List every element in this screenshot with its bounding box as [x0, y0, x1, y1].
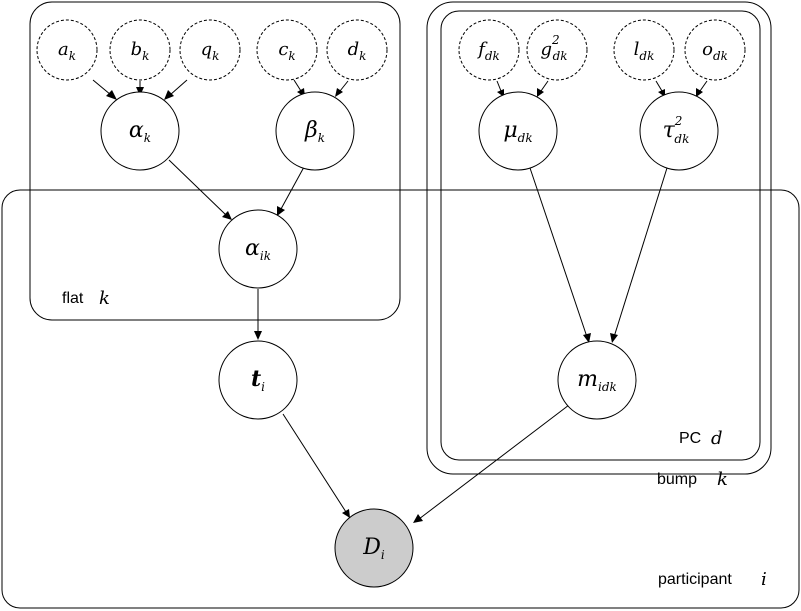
- arrowhead-alphaik-t: [254, 331, 262, 340]
- arrowhead-mu-m: [583, 333, 591, 343]
- edges: [92, 79, 708, 520]
- node-l-dk: ldk: [613, 19, 675, 81]
- node-alpha-k: αk: [100, 91, 180, 171]
- edge-o-to-tau: [699, 80, 708, 92]
- svg-text:odk: odk: [702, 39, 728, 63]
- edge-c-to-beta: [293, 79, 302, 92]
- edge-d-to-beta: [339, 80, 349, 92]
- node-f-dk: fdk: [458, 19, 520, 81]
- node-m-idk: midk: [557, 340, 637, 420]
- node-mu-dk: μdk: [478, 91, 558, 171]
- arrowhead-d-beta: [335, 88, 343, 97]
- edge-q-to-alpha: [169, 79, 188, 96]
- pc-plate: [440, 10, 761, 461]
- edge-l-to-tau: [655, 80, 663, 92]
- arrowhead-m-D: [413, 514, 423, 523]
- svg-text:αik: αik: [245, 236, 271, 263]
- node-d-k: dk: [326, 19, 388, 81]
- node-o-dk: odk: [684, 19, 746, 81]
- arrowhead-t-D: [342, 509, 350, 518]
- edge-f-to-mu: [496, 80, 502, 92]
- bump-plate: [426, 1, 772, 475]
- edge-t-to-D: [282, 413, 347, 513]
- svg-text:dk: dk: [348, 39, 367, 63]
- svg-text:ldk: ldk: [634, 39, 655, 63]
- edge-mu-to-m: [529, 167, 588, 338]
- svg-text:βk: βk: [304, 118, 325, 145]
- arrowhead-tau-m: [610, 333, 618, 343]
- flat-plate: [29, 1, 401, 321]
- node-beta-k: βk: [275, 91, 355, 171]
- participant-plate-label: participant: [658, 571, 732, 588]
- edge-a-to-alpha: [92, 79, 112, 96]
- arrowhead-g-mu: [537, 88, 544, 97]
- pc-plate-index: d: [711, 428, 723, 449]
- arrowhead-q-alpha: [164, 90, 174, 100]
- arrowhead-beta-alphaik: [277, 206, 285, 216]
- svg-text:qk: qk: [201, 39, 220, 63]
- svg-text:ti: ti: [251, 366, 265, 394]
- svg-text:ak: ak: [58, 39, 76, 63]
- arrowhead-a-alpha: [106, 90, 117, 100]
- arrowhead-o-tau: [696, 88, 703, 97]
- edge-beta-to-alphaik: [280, 166, 305, 210]
- node-b-k: bk: [109, 19, 171, 81]
- edge-g-to-mu: [540, 80, 549, 92]
- arrowhead-alpha-alphaik: [222, 211, 232, 220]
- svg-text:αk: αk: [129, 118, 151, 145]
- participant-plate-index: i: [761, 569, 767, 590]
- flat-plate-label: flat: [62, 290, 84, 307]
- svg-text:ck: ck: [278, 39, 295, 63]
- svg-text:bk: bk: [131, 39, 150, 63]
- node-q-k: qk: [179, 19, 241, 81]
- svg-text:μdk: μdk: [503, 118, 532, 145]
- node-a-k: ak: [36, 19, 98, 81]
- svg-text:midk: midk: [577, 367, 617, 394]
- node-t-i: ti: [218, 340, 298, 420]
- node-alpha-ik: αik: [218, 209, 298, 289]
- arrowheads: [106, 87, 703, 523]
- edge-tau-to-m: [613, 167, 668, 338]
- bump-plate-label: bump: [657, 471, 697, 488]
- edge-alpha-to-alphaik: [168, 159, 227, 216]
- flat-plate-index: k: [99, 288, 110, 309]
- node-D-i-observed: Di: [334, 508, 414, 588]
- edge-m-to-D: [418, 404, 570, 520]
- bump-plate-index: k: [717, 469, 728, 490]
- pc-plate-label: PC: [679, 430, 701, 447]
- svg-text:Di: Di: [362, 535, 385, 562]
- node-c-k: ck: [256, 19, 318, 81]
